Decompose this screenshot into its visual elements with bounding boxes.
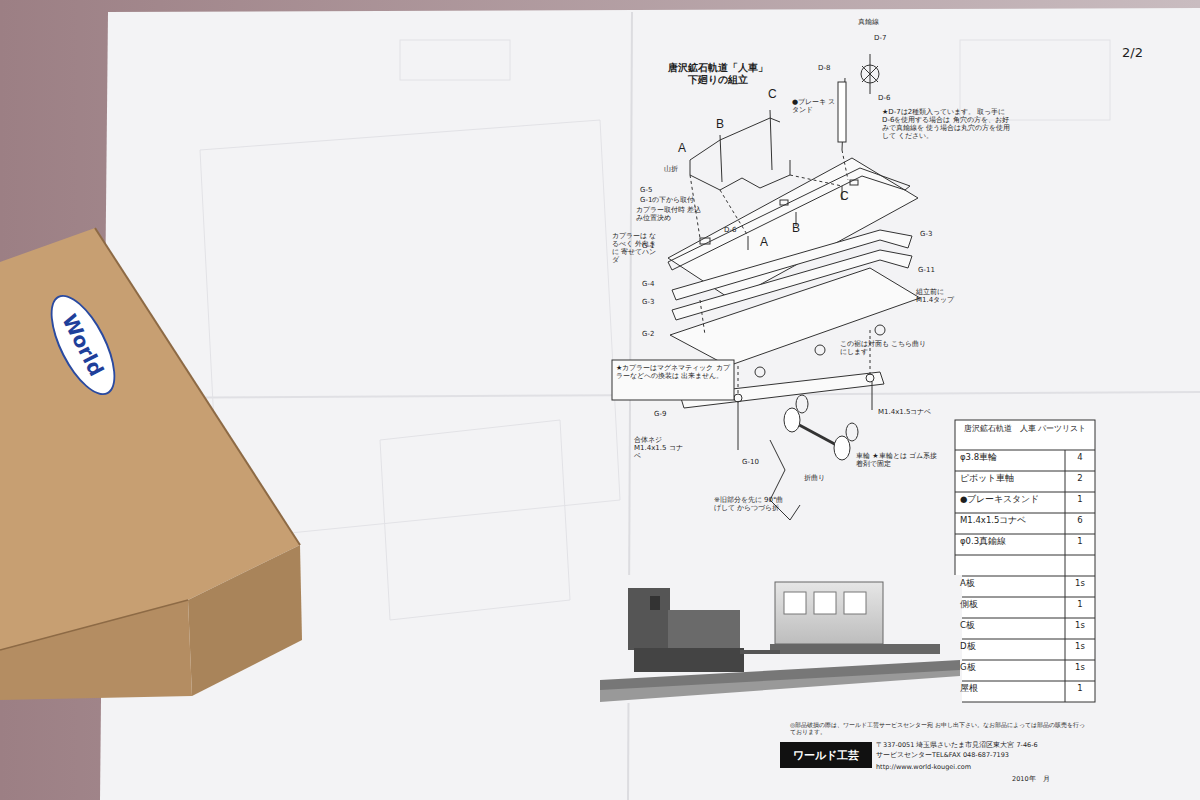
part-number: D-6 — [724, 226, 736, 234]
note-text: 車輪 ★車輪とは ゴム系接着剤で固定 — [856, 452, 938, 468]
footer-note: ◎部品破損の際は、ワールド工芸サービスセンター宛 お申し出下さい。なお部品によっ… — [790, 722, 1090, 736]
part-number: G-10 — [742, 458, 759, 466]
table-cell: 1 — [1067, 495, 1093, 505]
footer-contact: サービスセンターTEL&FAX 048-687-7193 — [876, 752, 1096, 759]
table-cell: 6 — [1067, 516, 1093, 526]
note-text: ★D-7は2種類入っています。 取っ手にD-6を使用する場合は 角穴の方を、お好… — [882, 108, 1012, 140]
note-text: 折曲り — [804, 474, 825, 482]
table-cell: 側板 — [960, 600, 1062, 610]
screw-label: 合体ネジ M1.4x1.5 コナベ — [634, 436, 686, 460]
table-cell: 1s — [1067, 579, 1093, 589]
table-cell: ピボット車軸 — [960, 474, 1062, 484]
part-name: ●ブレーキ スタンド — [792, 98, 838, 114]
table-cell: G板 — [960, 663, 1062, 673]
table-header: 唐沢鉱石軌道 人車 パーツリスト — [958, 424, 1092, 433]
kit-box — [0, 228, 302, 700]
footer-url: http://www.world-kougei.com — [876, 764, 1096, 771]
paper-sheet — [100, 8, 1200, 800]
table-cell: M1.4x1.5コナベ — [960, 516, 1062, 526]
table-cell: 屋根 — [960, 684, 1062, 694]
table-cell: A板 — [960, 579, 1062, 589]
table-cell: 1 — [1067, 537, 1093, 547]
footer-date: 2010年 月 — [1012, 776, 1092, 783]
diagram-title: 唐沢鉱石軌道「人車」 下廻りの組立 — [668, 62, 768, 85]
screw-label: M1.4x1.5コナベ — [878, 408, 931, 416]
model-photo — [600, 575, 962, 703]
part-number: D-7 — [874, 34, 886, 42]
note-text: G-1の下から取付 — [640, 196, 694, 204]
part-number: G-3 — [642, 298, 654, 306]
chassis-exploded-view — [612, 54, 920, 520]
note-text: 山折 — [664, 165, 678, 173]
callout-letter: B — [716, 118, 724, 132]
table-cell: 2 — [1067, 474, 1093, 484]
table-cell: 1 — [1067, 600, 1093, 610]
note-text: 組立前に M1.4タップ — [916, 288, 962, 304]
table-cell: D板 — [960, 642, 1062, 652]
table-cell: ●ブレーキスタンド — [960, 495, 1062, 505]
note-text: ※旧部分を先に 90°曲げして からつづら折 — [714, 496, 788, 512]
part-number: G-1 — [642, 242, 654, 250]
table-cell: φ0.3真鍮線 — [960, 537, 1062, 547]
part-number: G-4 — [642, 280, 654, 288]
note-text: この裾は対面も こちら曲りにします — [840, 340, 932, 356]
footer-address: 〒337-0051 埼玉県さいたま市見沼区東大宮 7-46-6 — [876, 742, 1096, 749]
part-number: G-9 — [654, 410, 666, 418]
part-name: 真鍮線 — [858, 18, 879, 26]
part-number: D-8 — [818, 64, 830, 72]
node-text: ワールド工芸 — [793, 748, 859, 763]
part-number: G-2 — [642, 330, 654, 338]
callout-letter: B — [792, 222, 800, 236]
part-number: G-3 — [920, 230, 932, 238]
callout-letter: C — [840, 190, 849, 204]
table-cell: 4 — [1067, 453, 1093, 463]
table-cell: 1s — [1067, 663, 1093, 673]
note-text: ★カプラーはマグネマティック カプラーなどへの換装は 出来ません。 — [616, 364, 732, 380]
callout-letter: C — [768, 88, 777, 102]
table-cell: 1s — [1067, 642, 1093, 652]
part-number: G-5 — [640, 186, 652, 194]
table-cell: 1s — [1067, 621, 1093, 631]
page-number: 2/2 — [1122, 46, 1143, 61]
callout-letter: A — [760, 236, 768, 250]
table-cell: φ3.8車輪 — [960, 453, 1062, 463]
table-cell: C板 — [960, 621, 1062, 631]
brand-band: ワールド工芸 — [780, 742, 872, 768]
parts-table — [955, 420, 1095, 702]
table-cell: 1 — [1067, 684, 1093, 694]
callout-letter: A — [678, 142, 686, 156]
part-number: D-6 — [878, 94, 890, 102]
part-number: G-11 — [918, 266, 935, 274]
note-text: カプラー取付時 差込み位置決め — [636, 206, 708, 222]
